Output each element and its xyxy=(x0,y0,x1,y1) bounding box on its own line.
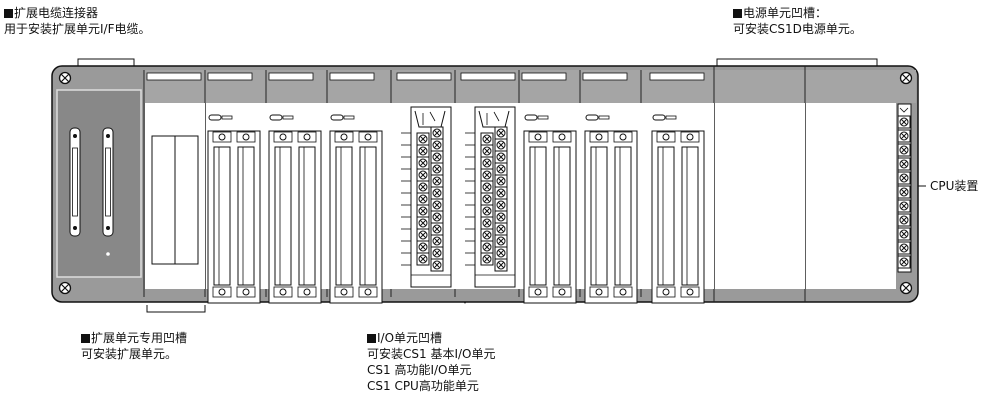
bullet-square xyxy=(81,334,90,343)
bracket-power-supply-slot xyxy=(716,58,878,66)
expansion-unit-slot-title: 扩展单元专用凹槽 xyxy=(91,331,188,345)
callout-expansion-cable-connector: 扩展电缆连接器 用于安装扩展单元I/F电缆。 xyxy=(4,5,151,37)
io-unit-slot-line2: CS1 高功能I/O单元 xyxy=(367,363,472,377)
power-supply-slot-desc: 可安装CS1D电源单元。 xyxy=(733,22,862,36)
mount-screw-bottom-left xyxy=(58,281,72,295)
io-module-3 xyxy=(329,114,383,304)
mount-screw-top-left xyxy=(58,71,72,85)
bullet-square xyxy=(4,9,13,18)
mount-screw-bottom-right xyxy=(899,281,913,295)
connector-right xyxy=(102,127,114,237)
cpu-device-title: CPU装置 xyxy=(930,179,979,193)
io-module-4 xyxy=(401,106,452,288)
io-module-2 xyxy=(268,114,322,304)
expansion-cable-connector-title: 扩展电缆连接器 xyxy=(14,6,99,20)
connector-left xyxy=(69,127,81,237)
callout-power-supply-slot: 电源单元凹槽： 可安装CS1D电源单元。 xyxy=(733,5,862,37)
callout-expansion-unit-slot: 扩展单元专用凹槽 可安装扩展单元。 xyxy=(81,330,187,362)
bracket-expansion-cable-connector xyxy=(77,58,135,66)
io-unit-slot-line3: CS1 CPU高功能单元 xyxy=(367,379,479,393)
io-module-7 xyxy=(584,114,638,304)
expansion-unit-slot-desc: 可安装扩展单元。 xyxy=(81,347,178,361)
io-module-6 xyxy=(523,114,577,304)
io-unit-slot-line1: 可安装CS1 基本I/O单元 xyxy=(367,347,496,361)
io-unit-slot-title: I/O单元凹槽 xyxy=(377,331,443,345)
power-supply-slot-title: 电源单元凹槽： xyxy=(743,6,828,20)
callout-cpu-device: CPU装置 xyxy=(930,178,978,194)
power-supply-slot xyxy=(715,103,805,289)
io-module-1 xyxy=(207,114,261,304)
cpu-terminal-strip xyxy=(897,103,912,273)
callout-io-unit-slot: I/O单元凹槽 可安装CS1 基本I/O单元 CS1 高功能I/O单元 CS1 … xyxy=(367,330,495,394)
bullet-square xyxy=(733,9,742,18)
io-module-8 xyxy=(651,114,705,304)
mount-screw-top-right xyxy=(899,71,913,85)
expansion-cable-connector-desc: 用于安装扩展单元I/F电缆。 xyxy=(4,22,151,36)
bracket-expansion-unit-slot xyxy=(146,305,206,313)
bullet-square xyxy=(367,334,376,343)
cpu-slot xyxy=(806,103,896,289)
